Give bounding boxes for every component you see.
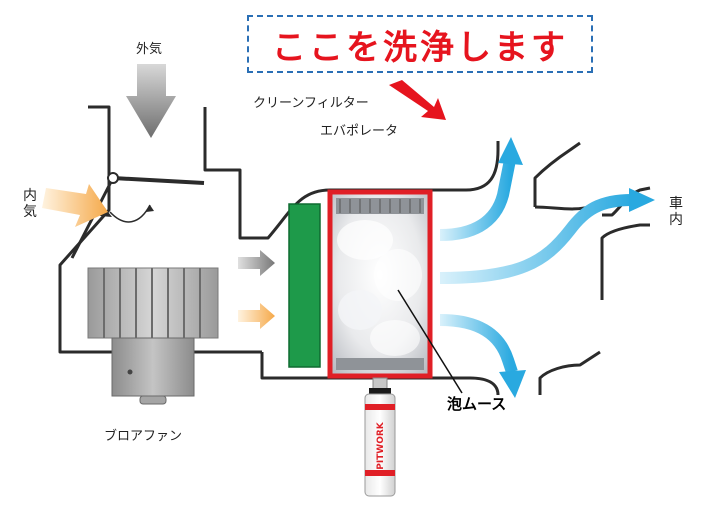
duct-outline xyxy=(58,105,651,396)
blower-fan-icon xyxy=(87,267,219,405)
orange-intake-arrow-icon xyxy=(238,303,275,329)
foam-mousse-label: 泡ムース xyxy=(447,395,507,413)
callout-pointer-icon xyxy=(389,80,446,120)
outside-air-label: 外気 xyxy=(136,42,163,57)
clean-filter-label: クリーンフィルター xyxy=(253,96,369,111)
gray-intake-arrow-icon xyxy=(238,250,275,276)
clean-filter-icon xyxy=(288,203,321,368)
spray-can-icon: PITWORK xyxy=(364,377,396,497)
evaporator-icon xyxy=(327,189,433,379)
spray-can-brand: PITWORK xyxy=(376,421,386,470)
evaporator-label: エバポレータ xyxy=(320,124,399,139)
outside-air-arrow-icon xyxy=(126,64,176,138)
callout-text: ここを洗浄します xyxy=(272,27,568,68)
inside-air-arrow-icon xyxy=(42,184,108,227)
blower-fan-label: ブロアファン xyxy=(104,429,183,444)
inside-air-label: 内気 xyxy=(23,188,37,220)
cabin-airflow-arrows-icon xyxy=(439,137,655,398)
cabin-label: 車内 xyxy=(669,196,683,228)
foam-leader-line xyxy=(397,289,463,394)
cleaning-callout-box: ここを洗浄します xyxy=(247,15,593,73)
